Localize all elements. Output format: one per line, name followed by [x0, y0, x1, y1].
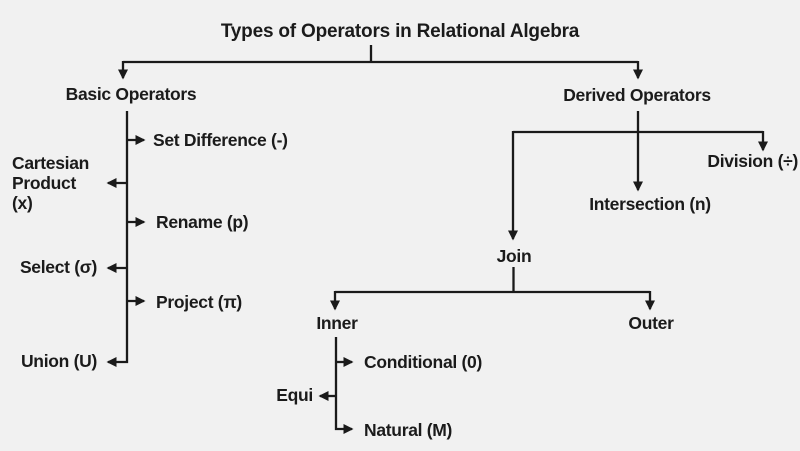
node-rename: Rename (p) [156, 212, 248, 232]
edge-inner-spine-to-natural [334, 337, 354, 434]
node-cartesian-product-line3: (x) [12, 193, 33, 213]
node-union: Union (U) [21, 351, 97, 371]
node-basic-operators: Basic Operators [66, 84, 197, 104]
node-natural: Natural (M) [364, 420, 452, 440]
node-join: Join [497, 246, 532, 266]
node-outer: Outer [628, 313, 674, 333]
diagram-title: Types of Operators in Relational Algebra [221, 21, 580, 42]
node-derived-operators: Derived Operators [563, 85, 711, 105]
node-division: Division (÷) [707, 151, 798, 171]
node-conditional: Conditional (0) [364, 352, 482, 372]
node-select: Select (σ) [20, 257, 97, 277]
node-cartesian-product-line1: Cartesian [12, 153, 89, 173]
node-inner: Inner [316, 313, 358, 333]
node-equi: Equi [276, 385, 313, 405]
node-intersection: Intersection (n) [589, 194, 711, 214]
node-project: Project (π) [156, 292, 242, 312]
node-set-difference: Set Difference (-) [153, 130, 288, 150]
edge-basic-spine-to-union [106, 111, 129, 367]
node-cartesian-product-line2: Product [12, 173, 76, 193]
